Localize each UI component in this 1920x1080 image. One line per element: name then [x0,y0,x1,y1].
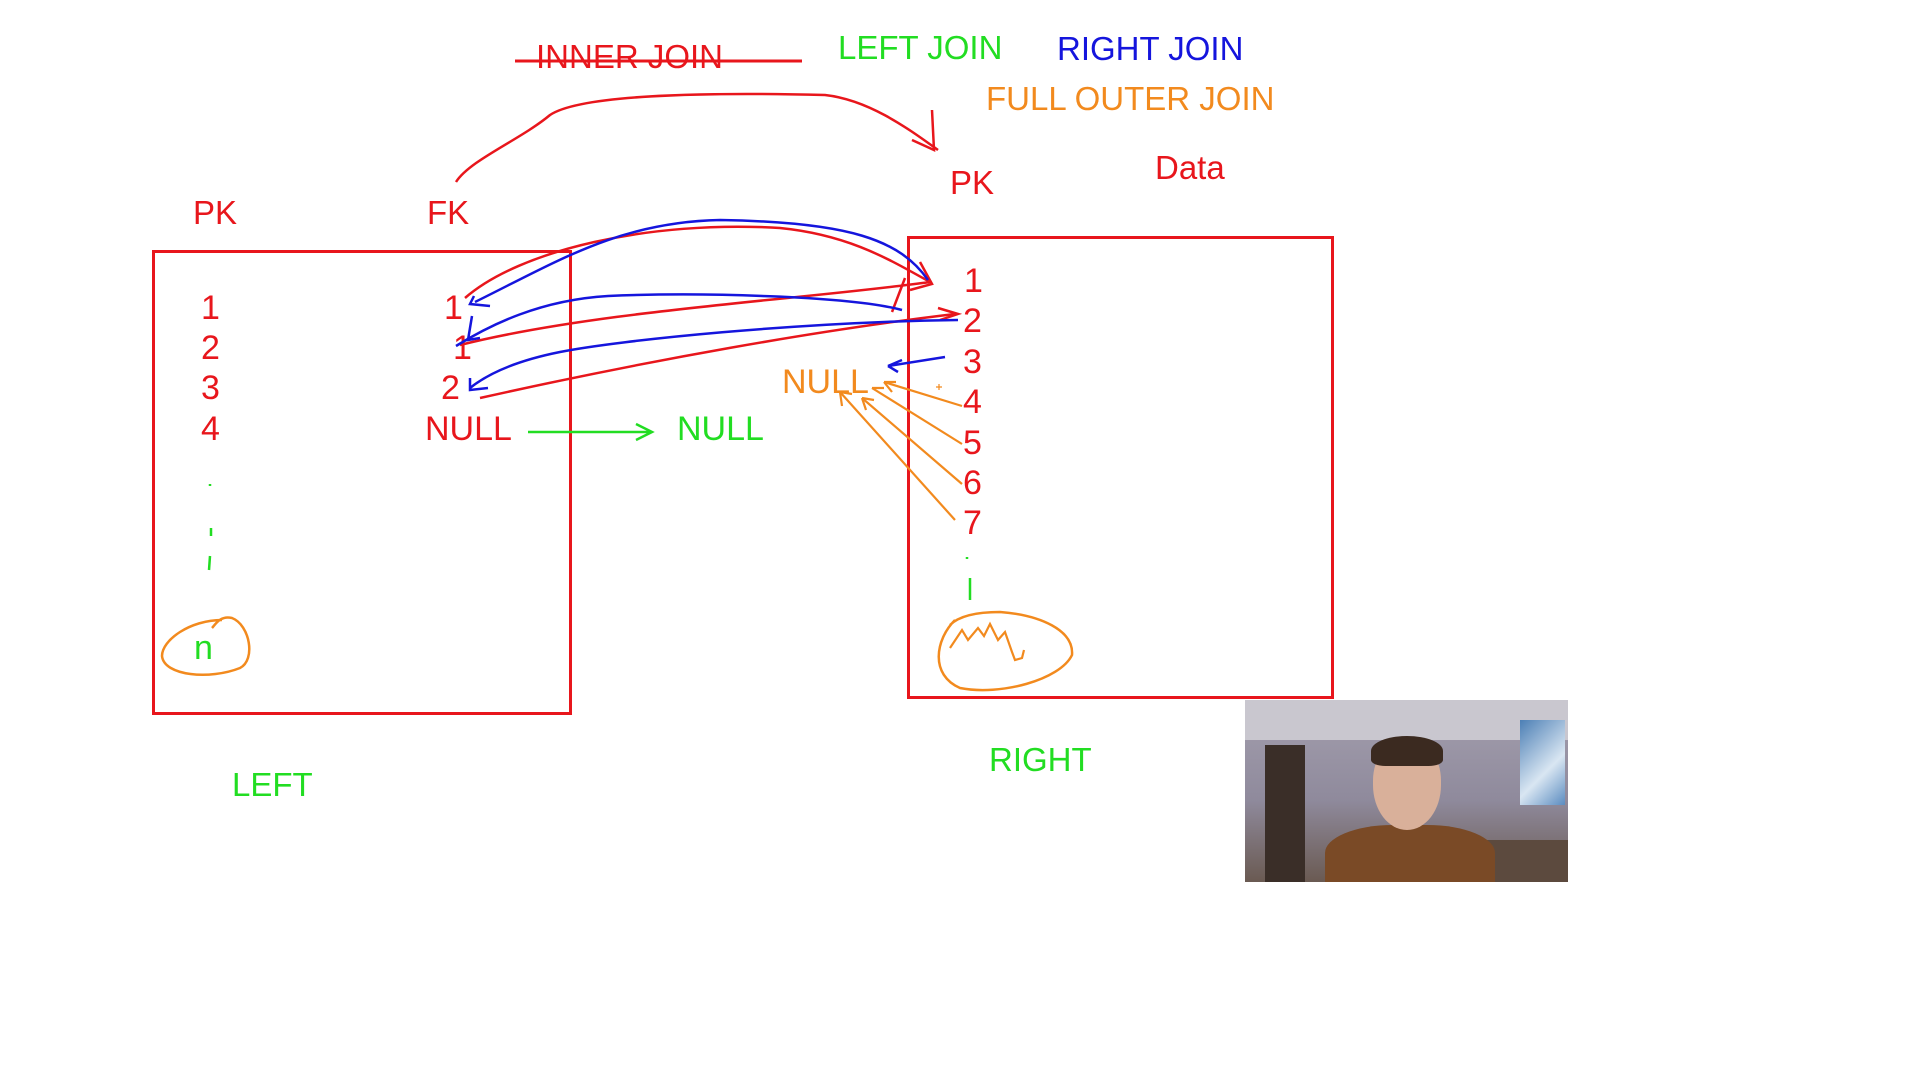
left-fk-header: FK [427,194,470,231]
full-outer-join-label: FULL OUTER JOIN [986,80,1275,117]
right-join-null-result: NULL [782,363,869,401]
right-data-header: Data [1155,149,1225,186]
blue-arrow-pk3 [887,355,946,374]
blue-arrowhead-fk2 [468,378,489,392]
left-last-row-n: n [194,629,213,667]
left-pk-header: PK [193,194,238,231]
left-fk-null: NULL [425,410,512,448]
left-ellipsis-dots [207,484,213,571]
fk-to-pk-arrowhead [911,109,936,152]
right-join-label: RIGHT JOIN [1057,30,1244,67]
right-pk-value: 2 [963,302,982,340]
left-pk-value: 3 [201,369,220,407]
left-pk-value: 2 [201,329,220,367]
orange-arrowheads [838,380,896,411]
left-table-caption: LEFT [232,766,313,803]
orange-arrow-6 [861,397,963,485]
blue-join-arrow-2 [455,293,903,348]
right-pk-value: 1 [964,262,983,300]
orange-arrow-5 [871,387,963,445]
left-fk-value: 2 [441,369,460,407]
green-null-arrow [528,422,655,442]
left-join-label: LEFT JOIN [838,29,1003,66]
red-arrowhead-pk2 [937,306,963,322]
blue-arrowhead-fk1 [468,295,491,308]
right-pk-value: 7 [963,504,982,542]
right-pk-value: 5 [963,424,982,462]
circle-around-n [160,616,251,676]
scribble-inside-circle [949,621,1026,662]
right-table-caption: RIGHT [989,741,1092,778]
right-pk-value: 4 [963,383,982,421]
blue-arrowhead-fk1b [466,315,481,342]
orange-arrow-7 [839,391,956,521]
annotation-strokes [160,59,1074,692]
right-pk-value: 6 [963,464,982,502]
left-table-box [152,250,572,715]
right-pk-value: 3 [963,343,982,381]
webcam-video [1245,700,1568,882]
orange-plus-mark [936,384,942,390]
orange-arrow-4 [883,380,963,408]
red-arrowhead-pk1 [890,261,934,313]
right-pk-header: PK [950,164,995,201]
blue-join-arrow-1 [474,218,930,304]
blue-join-arrow-3 [469,318,959,389]
inner-join-label: INNER JOIN [536,38,724,75]
red-join-arrow-1 [464,225,931,299]
right-ellipsis-dots [965,557,972,600]
red-join-arrow-2 [459,280,931,347]
left-pk-value: 4 [201,410,220,448]
fk-to-pk-arc [454,92,939,183]
circle-right-last [937,610,1074,692]
left-join-null-result: NULL [677,410,764,448]
left-pk-value: 1 [201,289,220,327]
left-fk-value: 1 [444,289,463,327]
